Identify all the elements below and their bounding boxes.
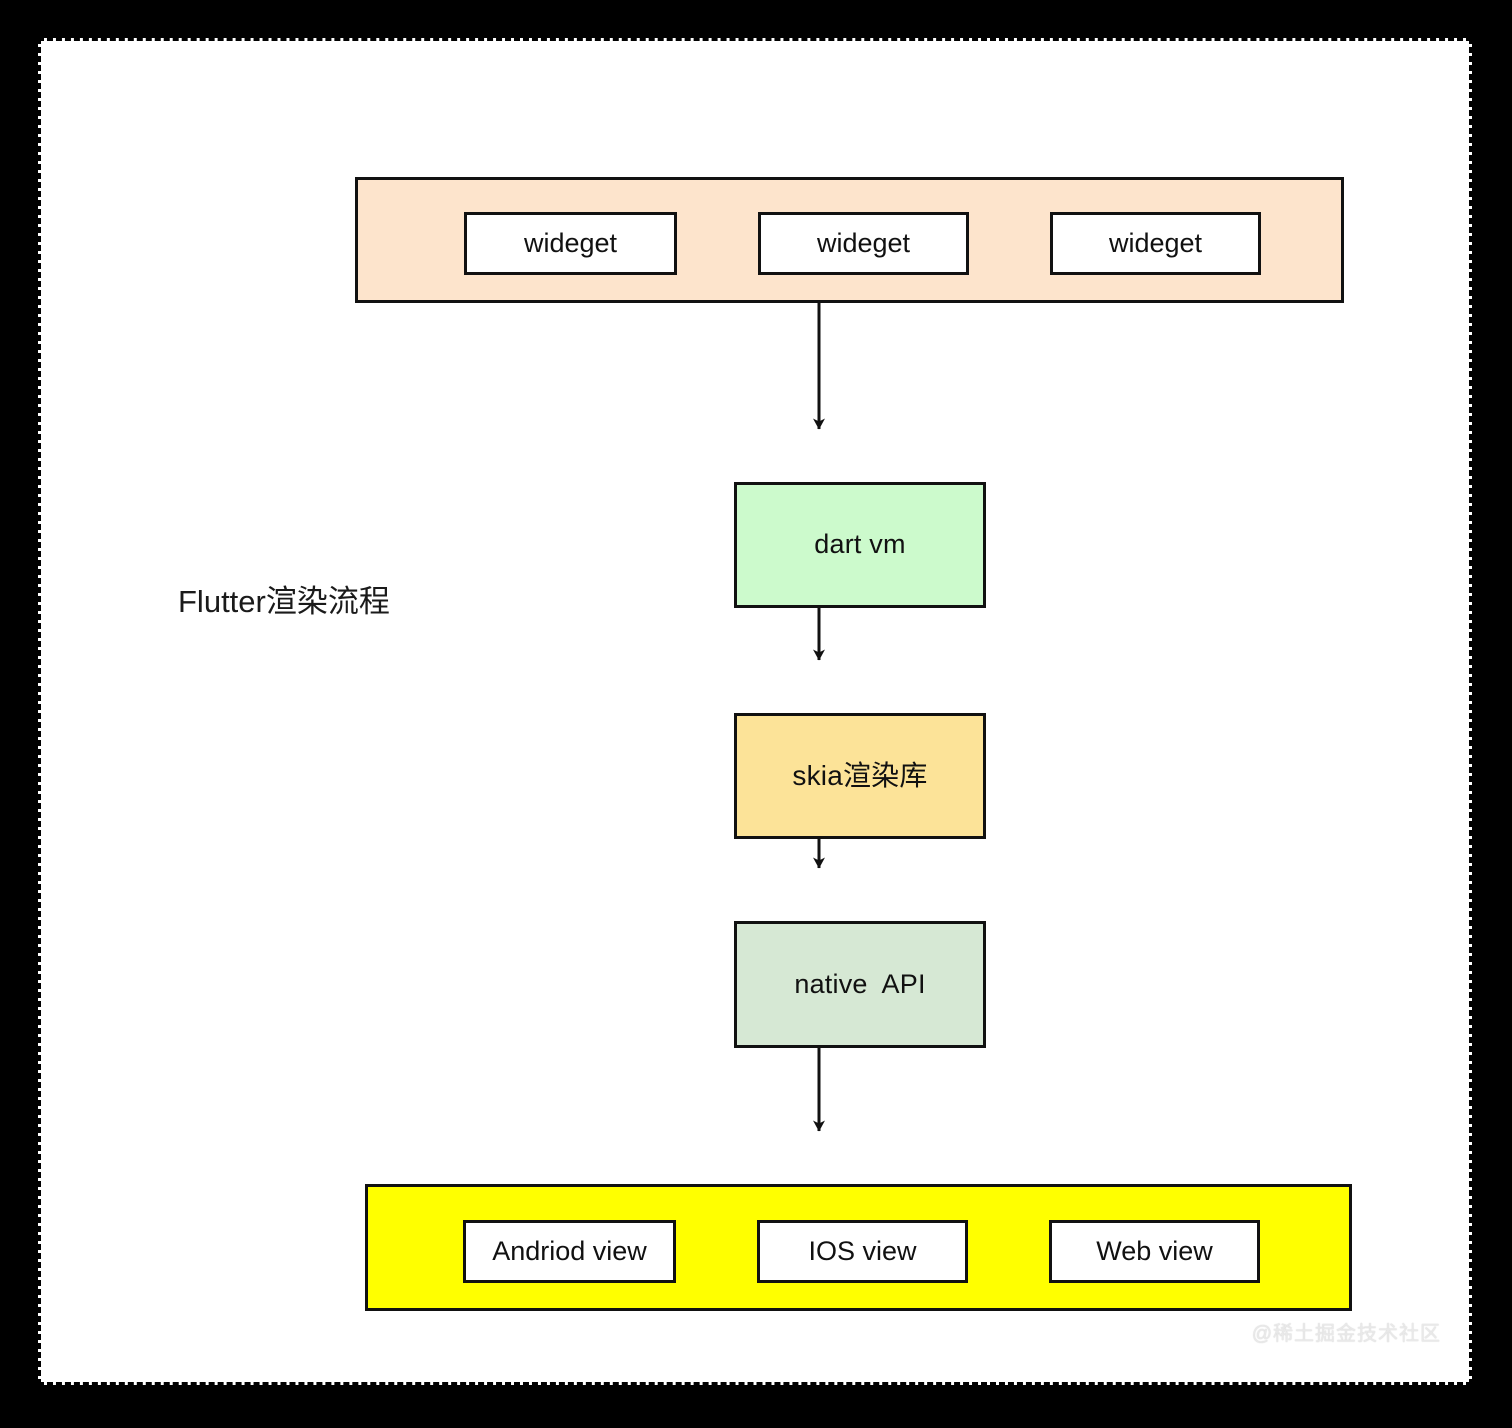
diagram-title-label: Flutter渲染流程 [178,584,390,619]
widget-box-1[interactable]: wideget [464,212,677,275]
widget-layer-band: wideget wideget wideget [355,177,1344,303]
diagram-canvas: Flutter渲染流程 wideget wideget wideget dart… [38,38,1472,1385]
widget-box-3[interactable]: wideget [1050,212,1261,275]
platform-view-android[interactable]: Andriod view [463,1220,676,1283]
node-skia-renderer[interactable]: skia渲染库 [734,713,986,839]
platform-view-ios[interactable]: IOS view [757,1220,968,1283]
platform-view-web[interactable]: Web view [1049,1220,1260,1283]
widget-box-2[interactable]: wideget [758,212,969,275]
node-dart-vm[interactable]: dart vm [734,482,986,608]
platform-view-layer-band: Andriod view IOS view Web view [365,1184,1352,1311]
node-native-api[interactable]: native API [734,921,986,1048]
watermark-text: @稀土掘金技术社区 [1251,1323,1441,1345]
